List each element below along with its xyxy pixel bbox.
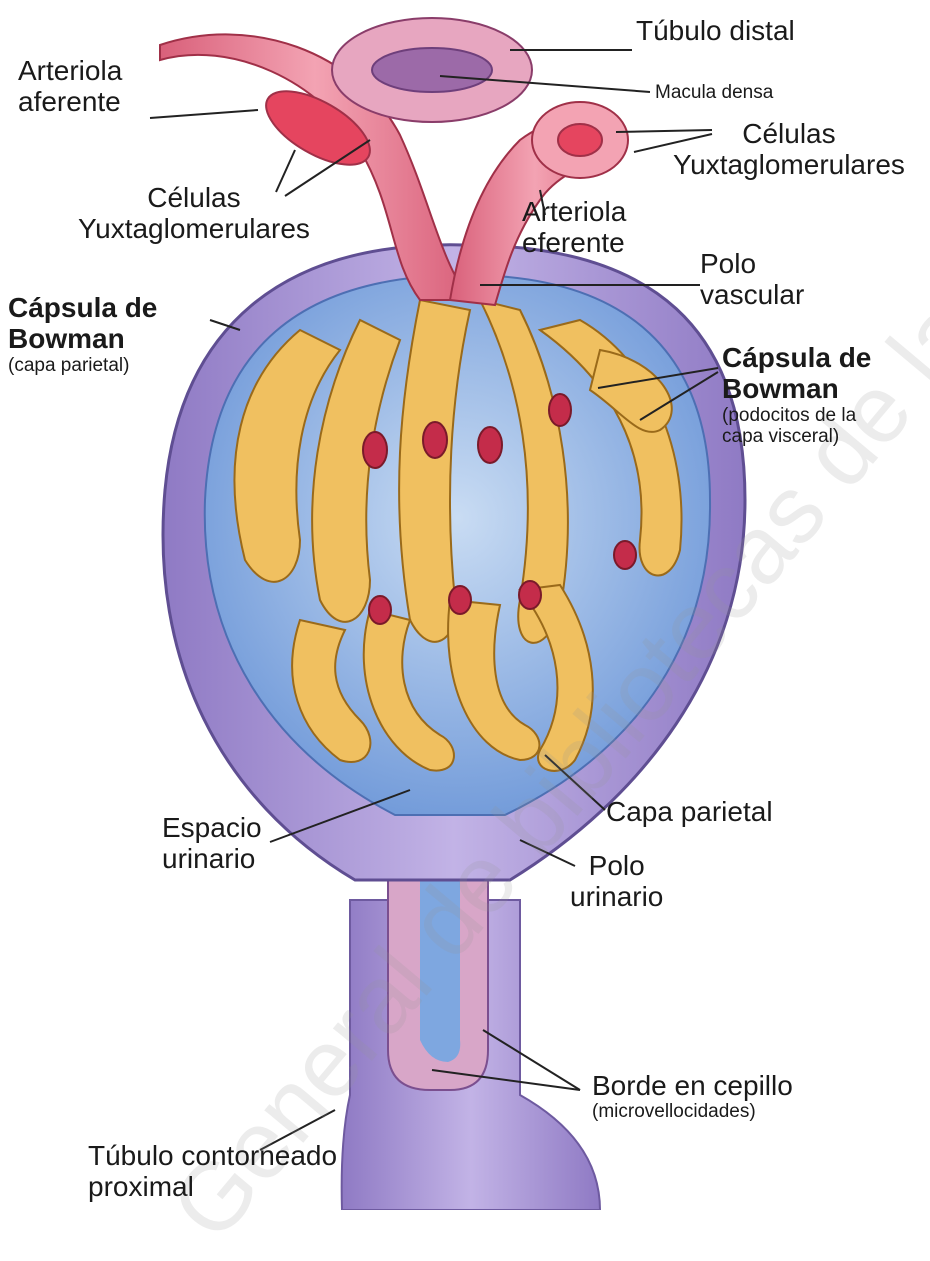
label-borde-cepillo-line1: Borde en cepillo (592, 1070, 793, 1101)
label-tubulo-proximal: Túbulo contorneado proximal (88, 1140, 337, 1203)
label-capsula-left: Cápsula de Bowman (capa parietal) (8, 292, 157, 376)
label-celulas-yuxta-right-line2: Yuxtaglomerulares (673, 149, 905, 180)
label-capsula-left-line1: Cápsula de (8, 292, 157, 323)
label-polo-urinario-line2: urinario (570, 881, 663, 912)
label-arteriola-eferente-line2: eferente (522, 227, 626, 258)
label-macula-densa: Macula densa (655, 82, 773, 103)
label-polo-vascular: Polo vascular (700, 248, 804, 311)
label-borde-cepillo: Borde en cepillo (microvellocidades) (592, 1070, 793, 1123)
label-celulas-yuxta-left-line2: Yuxtaglomerulares (78, 213, 310, 244)
label-celulas-yuxta-left: Células Yuxtaglomerulares (78, 182, 310, 245)
label-capsula-left-line2: Bowman (8, 323, 157, 354)
label-capsula-right-line3: (podocitos de la (722, 405, 871, 426)
label-espacio-urinario-line2: urinario (162, 843, 262, 874)
label-espacio-urinario: Espacio urinario (162, 812, 262, 875)
label-tubulo-proximal-line1: Túbulo contorneado (88, 1140, 337, 1171)
label-polo-urinario: Polo urinario (570, 850, 663, 913)
label-polo-urinario-line1: Polo (570, 850, 663, 881)
label-celulas-yuxta-right-line1: Células (673, 118, 905, 149)
label-capsula-right-line1: Cápsula de (722, 342, 871, 373)
label-arteriola-eferente: Arteriola eferente (522, 196, 626, 259)
label-capsula-right-line4: capa visceral) (722, 426, 871, 447)
label-arteriola-aferente-line2: aferente (18, 86, 122, 117)
label-arteriola-aferente: Arteriola aferente (18, 55, 122, 118)
label-tubulo-proximal-line2: proximal (88, 1171, 337, 1202)
label-capsula-right-line2: Bowman (722, 373, 871, 404)
label-polo-vascular-line1: Polo (700, 248, 804, 279)
label-celulas-yuxta-right: Células Yuxtaglomerulares (673, 118, 905, 181)
label-arteriola-aferente-line1: Arteriola (18, 55, 122, 86)
glomerulus-diagram: General de bibliotecas de la Túbulo dist… (0, 0, 930, 1210)
label-espacio-urinario-line1: Espacio (162, 812, 262, 843)
label-celulas-yuxta-left-line1: Células (78, 182, 310, 213)
label-borde-cepillo-line2: (microvellocidades) (592, 1101, 793, 1122)
label-capsula-left-line3: (capa parietal) (8, 355, 157, 376)
label-capa-parietal: Capa parietal (606, 796, 773, 827)
label-tubulo-distal: Túbulo distal (636, 15, 795, 46)
label-arteriola-eferente-line1: Arteriola (522, 196, 626, 227)
label-capsula-right: Cápsula de Bowman (podocitos de la capa … (722, 342, 871, 447)
label-polo-vascular-line2: vascular (700, 279, 804, 310)
distal-tubule-lumen (372, 48, 492, 92)
